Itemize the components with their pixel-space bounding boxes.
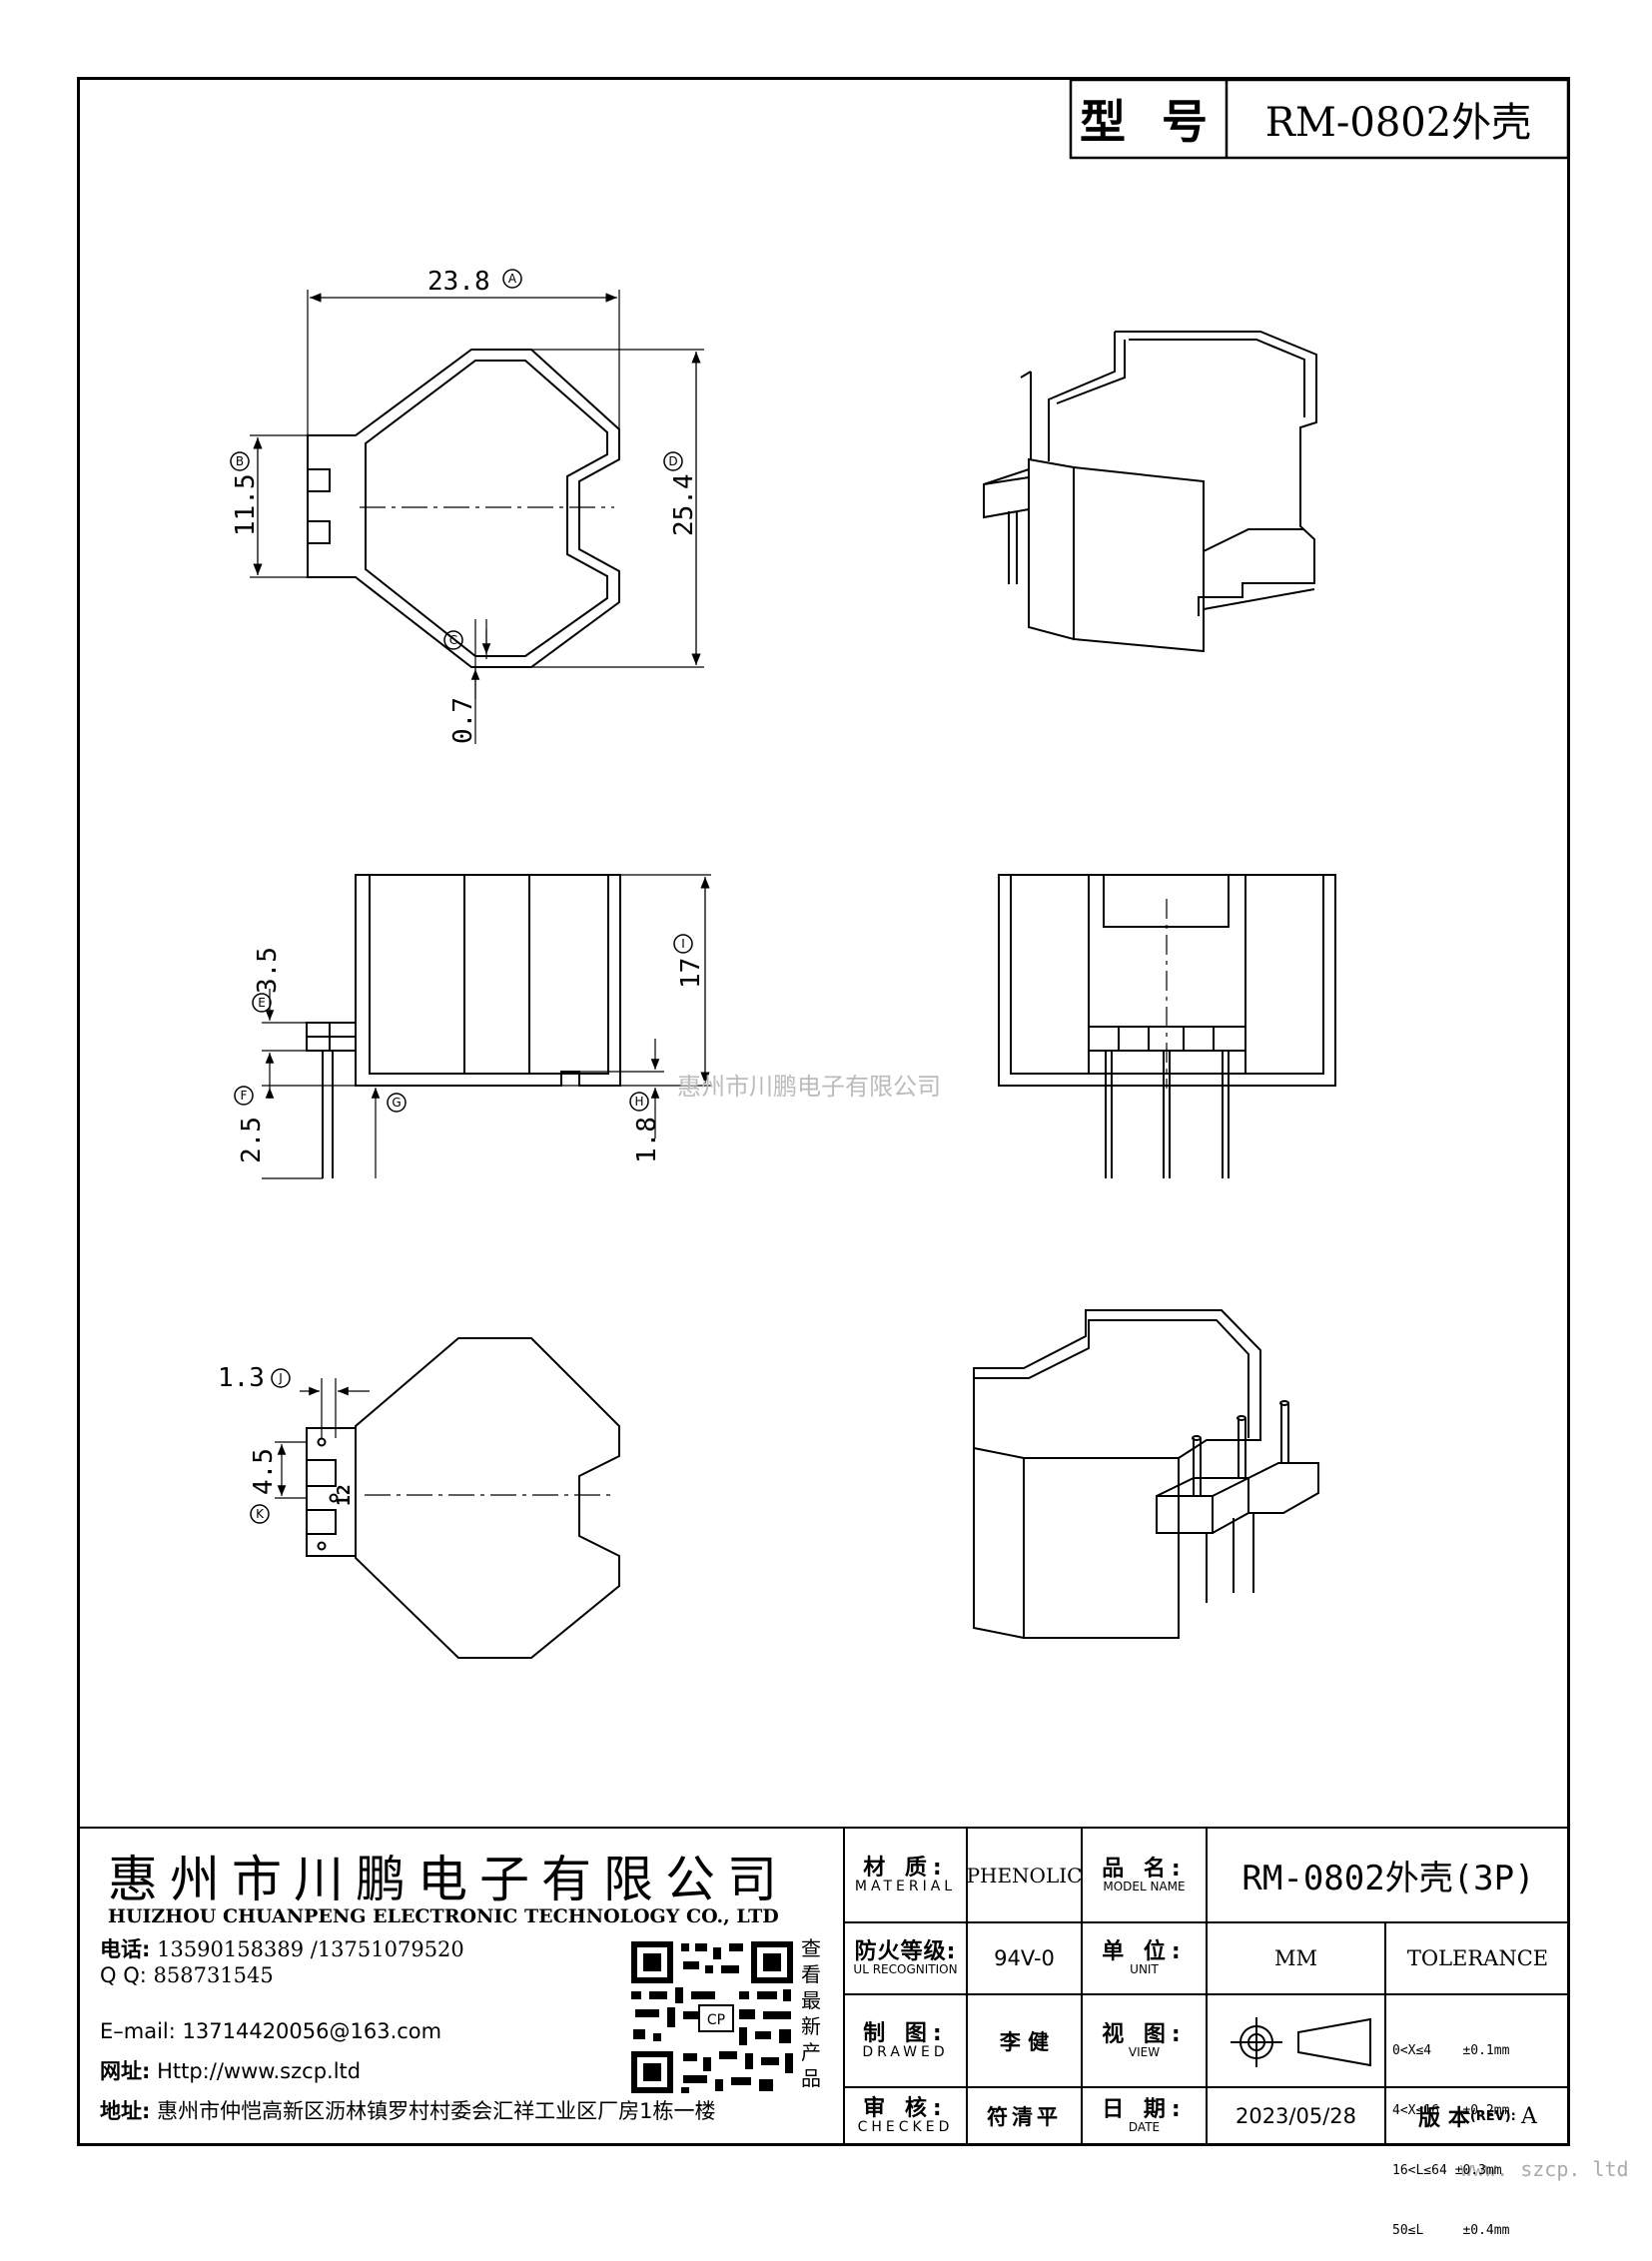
model-box (1069, 78, 1570, 160)
phone-line: 电话: 13590158389 /13751079520 (100, 1937, 464, 1961)
tag-b-icon: B (230, 451, 250, 471)
checked-value: 符清平 (987, 2105, 1062, 2129)
dim-wall: 0.7 (448, 697, 478, 744)
tolerance-row: 50≤L ±0.4mm (1392, 2223, 1510, 2238)
company-name-en: HUIZHOU CHUANPENG ELECTRONIC TECHNOLOGY … (108, 1905, 779, 1927)
tag-g-icon: G (387, 1093, 407, 1113)
flame-rating-label: 防火等级:UL RECOGNITION (853, 1939, 958, 1977)
svg-text:CP: CP (707, 2012, 725, 2028)
qr-caption: 查看最新产品 (801, 1936, 821, 2090)
side-view-pin-block (1088, 1026, 1246, 1052)
address-line: 地址: 惠州市仲恺高新区沥林镇罗村村委会汇祥工业区厂房1栋一楼 (100, 2099, 716, 2123)
svg-text:E: E (258, 996, 266, 1010)
revision: 版 本(REV): A (1418, 2103, 1537, 2132)
svg-text:K: K (256, 1507, 265, 1521)
tag-k-icon: K (250, 1504, 270, 1524)
svg-text:D: D (668, 454, 677, 468)
projection-symbol-icon (1231, 2017, 1371, 2067)
iso-view-bottom (973, 1309, 1319, 1639)
bottom-view-pin-tabs (306, 1427, 356, 1557)
date-label: 日 期:DATE (1102, 2097, 1187, 2135)
tag-a-icon: A (502, 269, 522, 289)
email-line: E–mail: 13714420056@163.com (100, 2019, 442, 2043)
side-view (998, 874, 1336, 1178)
front-view-outline (355, 874, 621, 1087)
dim-total-height: 17 (676, 958, 706, 989)
iso-bottom-pin-blocks (1156, 1462, 1319, 1534)
top-view (250, 290, 704, 744)
tolerance-row: 16<L≤64 ±0.3mm (1392, 2163, 1502, 2178)
svg-text:H: H (634, 1095, 643, 1109)
dim-pitch-small: 1.3 (218, 1363, 265, 1393)
model-name-label: 品 名:MODEL NAME (1102, 1856, 1187, 1893)
material-label: 材 质:MATERIAL (854, 1855, 957, 1894)
tag-j-icon: J (271, 1368, 291, 1388)
model-name-value: RM-0802外壳(3P) (1241, 1859, 1535, 1898)
svg-text:F: F (241, 1089, 248, 1103)
date-value: 2023/05/28 (1235, 2104, 1357, 2128)
iso-front-face (1073, 465, 1205, 653)
company-name-cn: 惠州市川鹏电子有限公司 (108, 1851, 789, 1908)
tag-i-icon: I (673, 934, 693, 954)
tag-e-icon: E (252, 993, 272, 1013)
dim-pin-step: 3.5 (253, 947, 283, 994)
bottom-view (275, 1337, 620, 1659)
iso-top-rim (1115, 331, 1317, 616)
tag-c-icon: C (443, 630, 463, 650)
bottom-view-outline (355, 1337, 620, 1659)
iso-pin-block (983, 468, 1030, 519)
top-view-outline (307, 349, 620, 668)
tolerance-label: TOLERANCE (1406, 1946, 1549, 1970)
view-label: 视 图:VIEW (1102, 2021, 1187, 2059)
dim-pin-length: 2.5 (237, 1117, 267, 1163)
drawing-frame (77, 77, 1570, 2146)
side-view-outline (998, 874, 1336, 1087)
drawn-value: 李 健 (999, 2029, 1050, 2054)
material-value: PHENOLIC (966, 1863, 1083, 1887)
tolerance-table: 0<X≤4 ±0.1mm 4<X≤16 ±0.2mm 16<L≤64 ±0.3m… (1392, 2001, 1568, 2261)
iso-bottom-top-outline (973, 1309, 1261, 1459)
dim-top-width: 23.8 (427, 267, 490, 297)
svg-text:J: J (278, 1371, 283, 1385)
svg-text:I: I (681, 937, 685, 951)
pin-numbers: 12 (334, 1484, 355, 1506)
web-line: 网址: Http://www.szcp.ltd (100, 2059, 362, 2083)
model-label: 型 号 (1079, 95, 1218, 149)
svg-text:C: C (449, 633, 457, 647)
svg-text:B: B (236, 454, 244, 468)
top-view-inner-outline (365, 360, 608, 657)
dim-right-height: 25.4 (669, 473, 699, 536)
model-value: RM-0802外壳 (1264, 100, 1532, 146)
iso-view-top (983, 331, 1317, 653)
dim-left-height: 11.5 (231, 473, 261, 536)
dim-h: 1.8 (632, 1117, 662, 1163)
dim-pitch: 4.5 (249, 1448, 279, 1495)
svg-text:A: A (508, 272, 517, 286)
front-view-pin-block (306, 1022, 357, 1052)
tolerance-row: 0<X≤4 ±0.1mm (1392, 2043, 1510, 2058)
unit-value: MM (1273, 1946, 1317, 1970)
front-view (262, 874, 711, 1179)
top-view-pin-notches (308, 468, 331, 544)
checked-label: 审 核:CHECKED (857, 2096, 954, 2136)
drawn-label: 制 图:DRAWED (862, 2020, 949, 2060)
unit-label: 单 位:UNIT (1102, 1939, 1187, 1977)
watermark-center: 惠州市川鹏电子有限公司 (677, 1073, 941, 1101)
svg-text:G: G (392, 1096, 401, 1110)
qq-line: Q Q: 858731545 (100, 1963, 274, 1987)
tolerance-row: 4<X≤16 ±0.2mm (1392, 2103, 1510, 2118)
flame-rating-value: 94V-0 (994, 1946, 1055, 1970)
iso-bottom-front-face (1023, 1458, 1180, 1639)
tag-h-icon: H (629, 1092, 649, 1112)
tag-d-icon: D (663, 451, 683, 471)
watermark-footer: www. szcp. ltd (1460, 2157, 1629, 2181)
title-block-grid (78, 1827, 1570, 2145)
qr-code-icon: CP (627, 1937, 797, 2097)
tag-f-icon: F (234, 1086, 254, 1106)
